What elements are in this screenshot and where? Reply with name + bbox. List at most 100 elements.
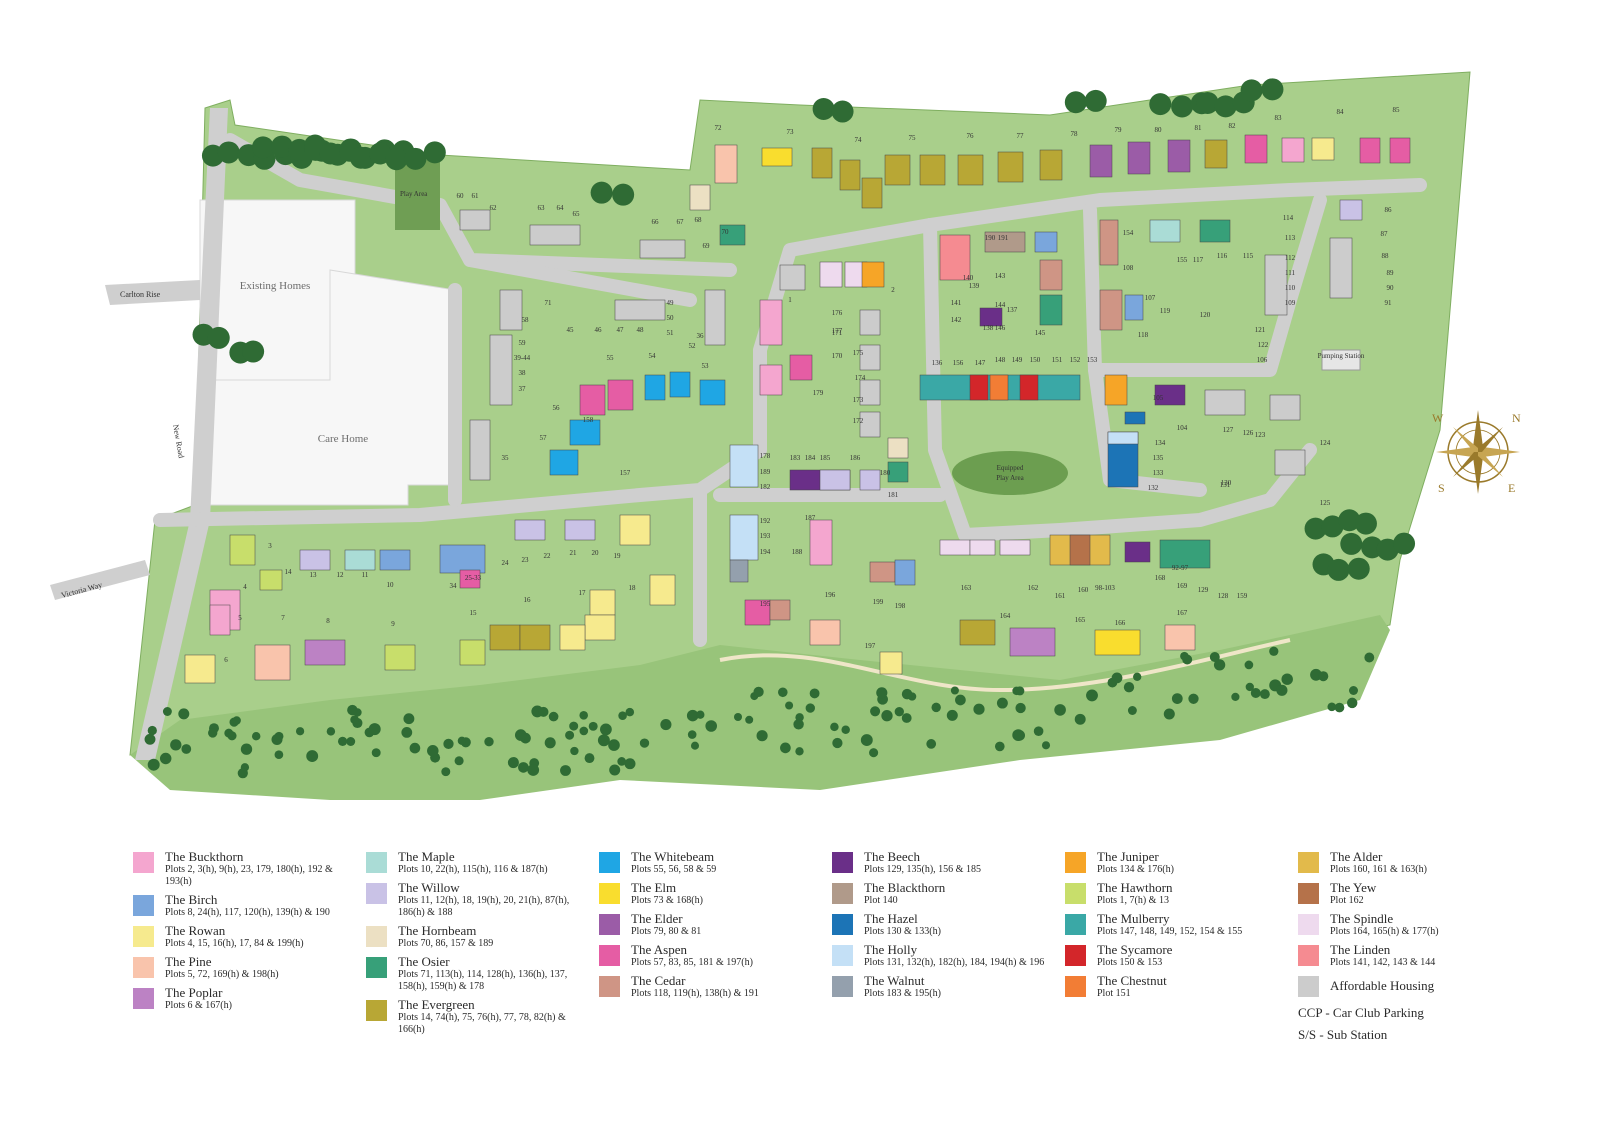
plot-number: 195 [760,600,771,608]
tree [337,736,348,747]
house-plot [489,334,513,406]
tree [579,726,589,736]
compass-n: N [1512,411,1521,425]
plot-number: 197 [865,642,876,650]
plot-number: 1 [788,296,792,304]
tree [507,757,519,769]
house-plot [1099,219,1119,266]
tree [295,727,305,736]
house-plot [957,154,984,186]
plot-number: 10 [387,581,395,589]
plot-number: 185 [820,454,831,462]
house-plot [699,379,726,406]
plot-number: 34 [450,582,458,590]
legend-swatch [133,957,154,978]
plot-number: 90 [1387,284,1395,292]
plot-number: 55 [607,354,615,362]
legend-house-name: The Hazel [864,911,918,926]
plot-number: 60 [457,192,465,200]
plot-number: 189 [760,468,771,476]
plot-number: 45 [567,326,575,334]
plot-number: 120 [1200,311,1211,319]
tree [538,706,549,717]
plot-number: 63 [538,204,546,212]
plot-number: 134 [1155,439,1166,447]
plot-number: 37 [519,385,527,393]
tree [608,739,620,751]
legend-plots: Plots 14, 74(h), 75, 76(h), 77, 78, 82(h… [398,1012,566,1035]
plot-number: 180 [880,469,891,477]
house-plot [884,154,911,186]
tree [144,733,156,745]
legend-swatch [133,852,154,873]
house-plot [639,239,686,259]
plot-number: 14 [285,568,293,576]
plot-number: 162 [1028,584,1039,592]
plot-number: 12 [337,571,345,579]
footpath [719,638,1291,693]
plot-number: 150 [1030,356,1041,364]
house-plot [939,234,971,281]
house-plots [184,134,1411,684]
tree [1347,557,1370,580]
tree [1346,697,1358,709]
house-plot [1149,219,1181,243]
plot-number: 172 [853,417,864,425]
house-plot [989,374,1009,401]
tree [955,694,966,706]
house-plot [809,519,833,566]
plot-number: 19 [614,552,622,560]
plot-number: 62 [490,204,498,212]
tree [579,711,588,720]
legend-plots: Plots 6 & 167(h) [165,1000,232,1011]
legend-house-name: The Alder [1330,849,1383,864]
plot-number: 115 [1243,252,1254,260]
legend-house-name: The Elm [631,880,677,895]
house-plot [469,419,491,481]
tree [690,741,700,750]
tree [217,141,240,164]
legend-plots: Plots 1, 7(h) & 13 [1097,895,1169,906]
legend-swatch [599,945,620,966]
legend-swatch [366,852,387,873]
tree [514,729,527,741]
plot-number: 92-97 [1172,564,1189,572]
tree [1304,517,1327,540]
plot-number: 152 [1070,356,1081,364]
plot-number: 114 [1283,214,1294,222]
plot-number: 131 [1220,481,1231,489]
legend-swatch [599,883,620,904]
house-plot [209,604,231,636]
house-plot [254,644,291,681]
house-plot [769,599,791,621]
plot-number: 166 [1115,619,1126,627]
tree [208,728,218,738]
tree [795,747,804,756]
tree [870,706,881,717]
plot-number: 157 [620,469,631,477]
tree [1188,693,1199,704]
house-plot [589,589,616,616]
house-plot [1199,219,1231,243]
equipped-play-area [952,451,1068,495]
house-plot [811,147,833,179]
tree [1281,673,1293,685]
plot-number: 142 [951,316,962,324]
plot-number: 88 [1382,252,1390,260]
legend-house-name: The Beech [864,849,920,864]
tree [832,737,843,749]
tree [454,756,464,766]
tree [584,753,595,764]
house-plot [1099,289,1123,331]
tree [1012,729,1025,741]
house-plot [869,561,896,583]
